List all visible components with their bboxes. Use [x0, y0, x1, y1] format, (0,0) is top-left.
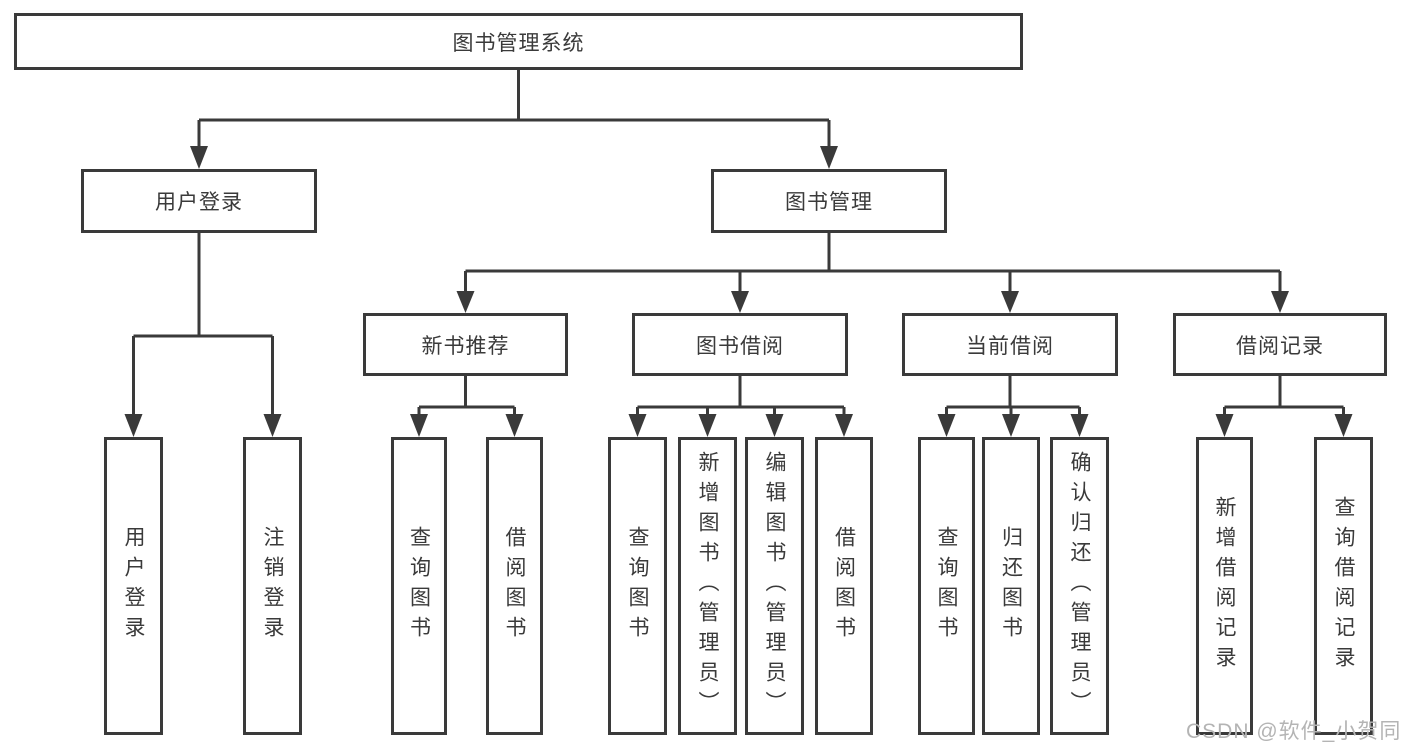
node-library-system: 图书管理系统	[14, 13, 1023, 70]
leaf-recommend-borrow-book: 借阅图书	[486, 437, 543, 735]
leaf-borrow-book: 借阅图书	[815, 437, 873, 735]
leaf-return-book: 归还图书	[982, 437, 1040, 735]
node-current-borrow: 当前借阅	[902, 313, 1118, 376]
leaf-borrow-query-book: 查询图书	[608, 437, 667, 735]
node-new-book-recommend: 新书推荐	[363, 313, 568, 376]
leaf-add-borrow-record: 新增借阅记录	[1196, 437, 1253, 735]
node-book-borrow: 图书借阅	[632, 313, 848, 376]
node-book-manage: 图书管理	[711, 169, 947, 233]
leaf-recommend-query-book: 查询图书	[391, 437, 447, 735]
leaf-logout: 注销登录	[243, 437, 302, 735]
leaf-confirm-return-admin: 确认归还（管理员）	[1050, 437, 1109, 735]
leaf-edit-book-admin: 编辑图书（管理员）	[745, 437, 804, 735]
arrowheads	[124, 146, 1353, 437]
leaf-current-query-book: 查询图书	[918, 437, 975, 735]
node-borrow-records: 借阅记录	[1173, 313, 1387, 376]
leaf-user-login: 用户登录	[104, 437, 163, 735]
csdn-watermark: CSDN @软件_小贺同学	[1186, 720, 1402, 743]
leaf-query-borrow-record: 查询借阅记录	[1314, 437, 1373, 735]
leaf-add-book-admin: 新增图书（管理员）	[678, 437, 737, 735]
node-user-login: 用户登录	[81, 169, 317, 233]
